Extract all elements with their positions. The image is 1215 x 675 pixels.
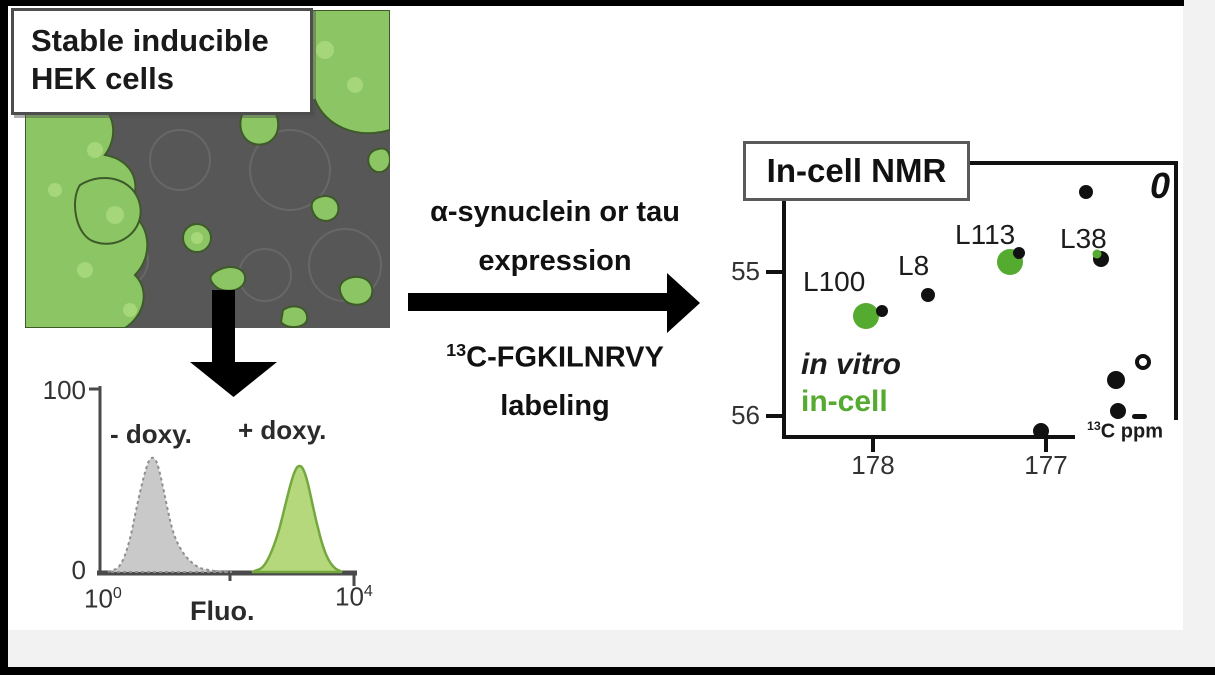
flow-x-min-label: 100 [84,583,122,614]
nmr-title-box: In-cell NMR [743,141,970,201]
nmr-x-tick-177: 177 [1024,450,1068,480]
nmr-peak-label-L8: L8 [898,250,930,281]
nmr-corner-glyph: 0 [1150,165,1171,206]
frame-bottom [0,667,1215,675]
nmr-peak-label-L113: L113 [955,219,1016,250]
frame-left [0,0,8,667]
nmr-title: In-cell NMR [766,152,947,189]
flow-y-min-label: 0 [71,555,86,585]
process-line2: expression [478,245,632,277]
hek-label-box: Stable inducible HEK cells [11,8,313,115]
hek-label-line1: Stable inducible [31,23,269,58]
nmr-x-tick-178: 178 [851,450,895,480]
hek-label-line2: HEK cells [31,61,175,96]
flow-x-max-label: 104 [335,581,373,612]
flow-y-max-label: 100 [42,375,86,405]
nmr-legend-incell: in-cell [801,385,888,418]
process-line1: α-synuclein or tau [430,196,680,228]
nmr-peak-label-L38: L38 [1060,223,1107,254]
flow-x-axis-title: Fluo. [190,596,255,626]
nmr-peak-label-L100: L100 [803,266,866,297]
nmr-x-axis-title: 13C ppm [1087,419,1164,443]
flow-pos-doxy-label: + doxy. [238,415,327,445]
nmr-y-tick-55: 55 [731,256,760,286]
frame-top [0,0,1184,6]
flow-neg-doxy-label: - doxy. [110,419,192,449]
nmr-y-tick-56: 56 [731,400,760,430]
process-labeling-seq: 13C-FGKILNRVY [446,340,664,374]
process-line4: labeling [500,390,610,422]
nmr-legend-invitro: in vitro [801,348,902,381]
